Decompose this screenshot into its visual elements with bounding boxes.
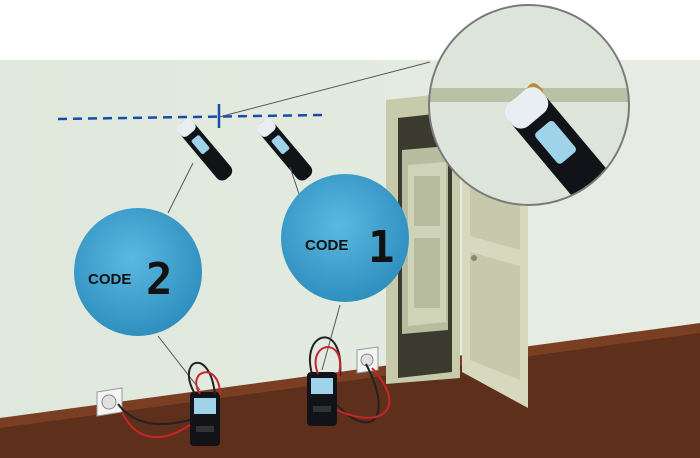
code-label-right: CODE (305, 237, 348, 254)
wall-socket-icon (96, 387, 123, 417)
wire-detector-icon (177, 118, 233, 181)
bubble-connector-right-top (289, 166, 301, 198)
code-label-left: CODE (88, 271, 131, 288)
zoom-connector-line (218, 61, 431, 118)
code-digit-right: 1 (368, 222, 395, 273)
code-digit-left: 2 (146, 254, 173, 305)
wall-socket-icon (356, 346, 379, 374)
wire-detector-icon (257, 118, 313, 181)
transmitter-unit-icon (307, 372, 337, 426)
code-bubble-left: CODE 2 (74, 208, 202, 336)
test-lead-icon (117, 336, 391, 439)
bubble-connector-left-top (167, 162, 194, 214)
bubble-connector-right-bottom (321, 304, 341, 371)
bubble-connector-left-bottom (157, 335, 201, 391)
code-bubble-right: CODE 1 (281, 174, 409, 302)
transmitter-unit-icon (190, 392, 220, 446)
